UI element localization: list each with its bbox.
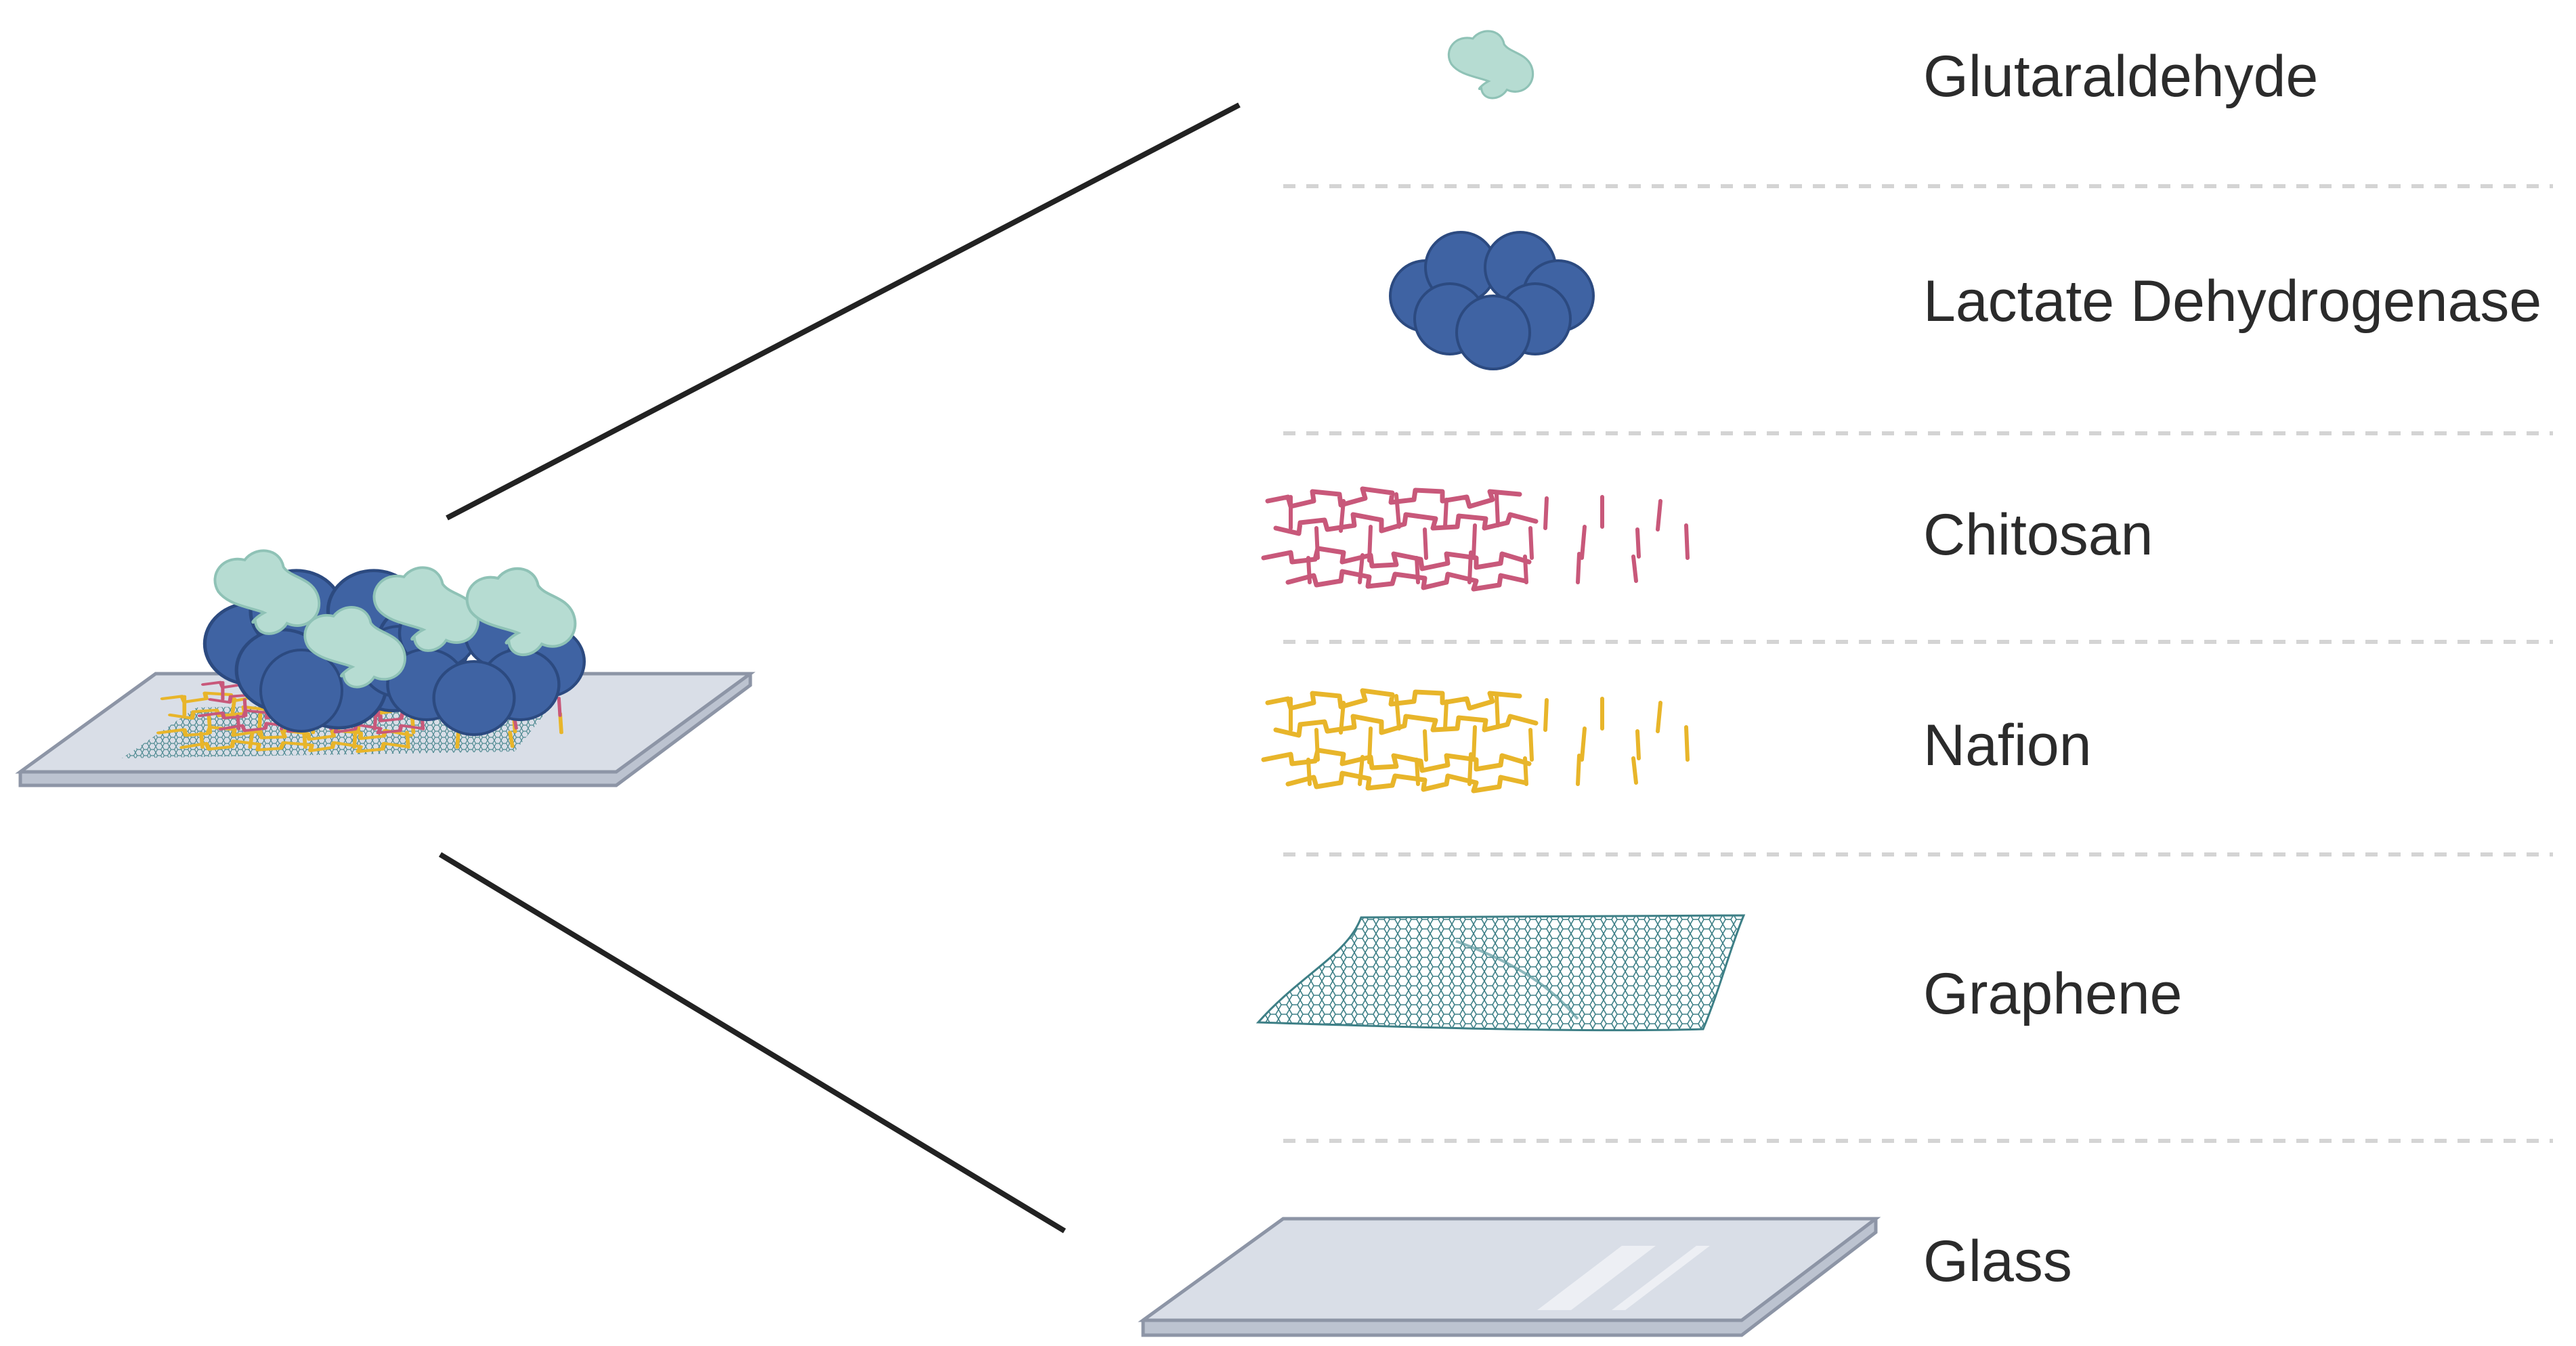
chitosan-polymer-icon <box>1264 489 1688 589</box>
label-graphene: Graphene <box>1923 961 2183 1026</box>
graphene-sheet-icon <box>1255 914 1746 1032</box>
nafion-polymer-icon <box>1264 691 1688 791</box>
assembled-electrode-icon <box>15 549 756 787</box>
label-nafion: Nafion <box>1923 713 2092 778</box>
glass-slide-icon <box>1138 1217 1881 1337</box>
leader-line-top <box>446 102 1241 521</box>
enzyme-cluster-icon <box>1389 231 1595 370</box>
label-glass: Glass <box>1923 1229 2072 1294</box>
leader-line-bottom <box>438 852 1067 1234</box>
label-chitosan: Chitosan <box>1923 502 2153 567</box>
glutaraldehyde-molecule-icon <box>1447 30 1534 100</box>
label-lactate-dehydrogenase: Lactate Dehydrogenase <box>1923 269 2542 334</box>
dividers <box>1283 184 2553 1143</box>
label-glutaraldehyde: Glutaraldehyde <box>1923 44 2319 109</box>
